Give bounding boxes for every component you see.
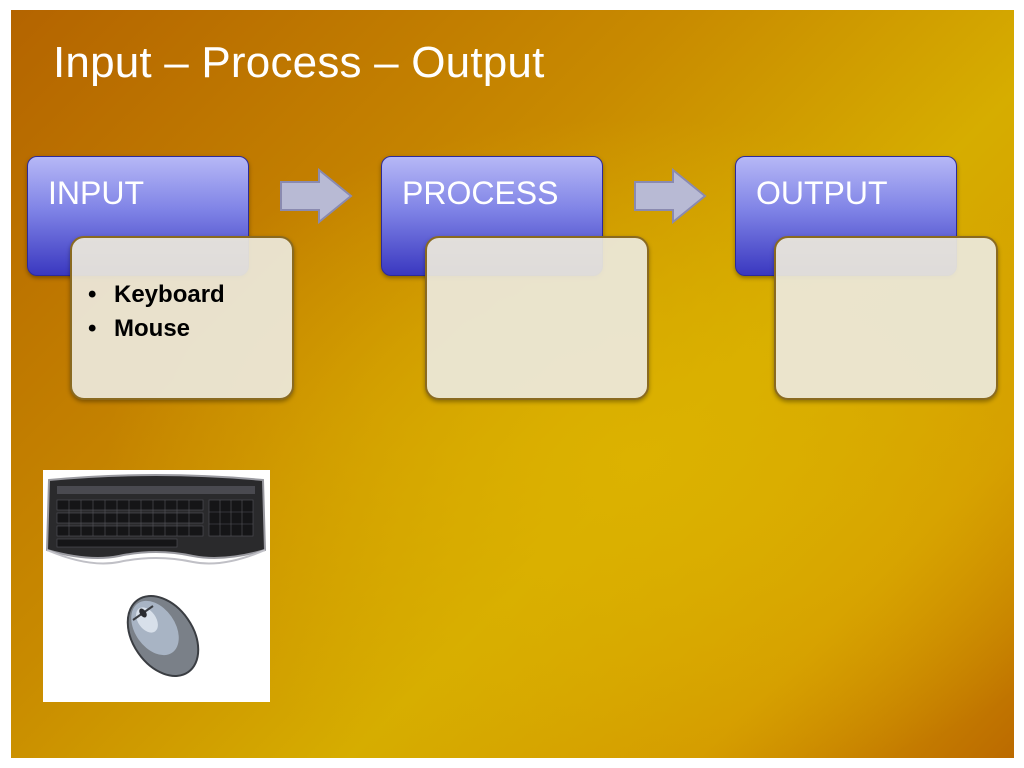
devices-image [43,470,270,702]
list-item: •Keyboard [88,281,225,308]
stage-process-body [425,236,649,400]
right-arrow-icon [280,168,353,224]
stage-output-body [774,236,998,400]
stage-input-label: INPUT [48,175,144,211]
slide-title: Input – Process – Output [53,38,545,87]
list-item-mouse: Mouse [114,315,191,342]
keyboard-icon [45,474,267,677]
right-arrow-icon [634,168,707,224]
list-item-keyboard: Keyboard [114,281,225,308]
stage-input-list: •Keyboard •Mouse [88,278,225,346]
mouse-icon [126,595,200,677]
stage-input-body: •Keyboard •Mouse [70,236,294,400]
list-item: •Mouse [88,315,191,342]
slide: Input – Process – Output INPUT •Keyboard… [11,10,1014,758]
stage-output-label: OUTPUT [756,175,888,211]
stage-process-label: PROCESS [402,175,559,211]
